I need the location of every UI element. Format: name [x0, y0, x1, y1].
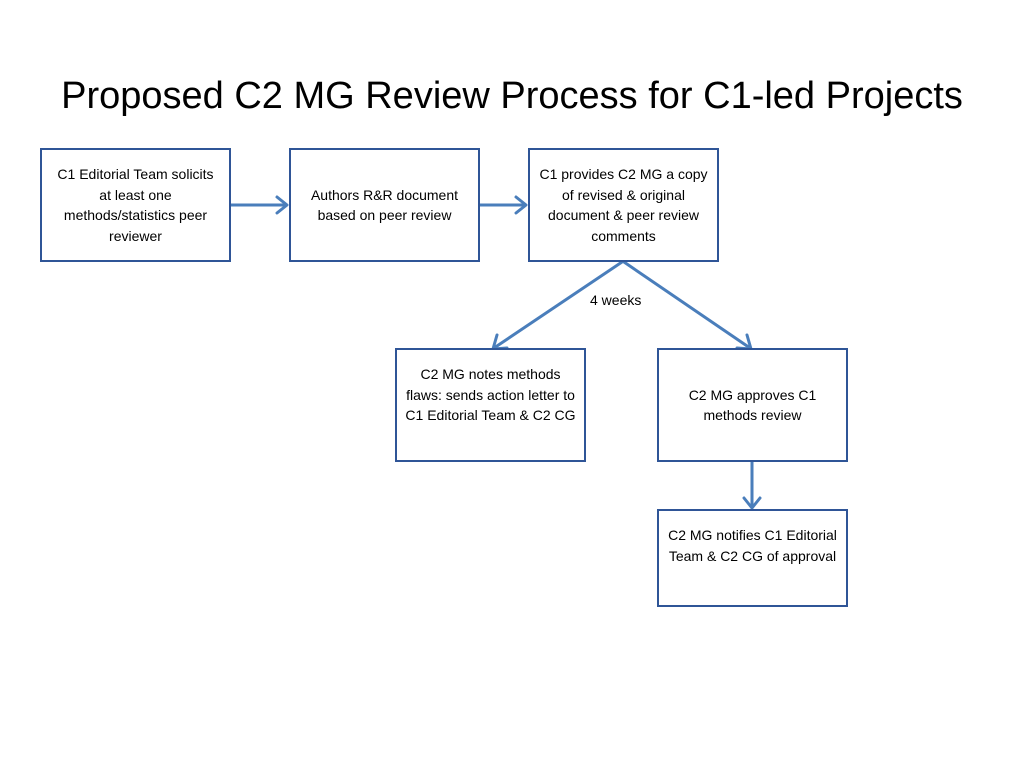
arrowhead-solicit-to-revise — [275, 195, 289, 215]
node-authors-revise-text: Authors R&R document based on peer revie… — [310, 186, 459, 224]
arrow-provide-to-approves — [622, 260, 752, 350]
arrowhead-revise-to-provide — [514, 195, 528, 215]
node-notes-flaws-text: C2 MG notes methods flaws: sends action … — [405, 366, 576, 423]
node-provide-copy-text: C1 provides C2 MG a copy of revised & or… — [539, 166, 708, 244]
node-provide-copy: C1 provides C2 MG a copy of revised & or… — [528, 148, 719, 262]
node-solicit-reviewer-text: C1 Editorial Team solicits at least one … — [57, 166, 214, 244]
review-period-label: 4 weeks — [590, 292, 642, 308]
node-notifies-approval-text: C2 MG notifies C1 Editorial Team & C2 CG… — [668, 527, 837, 564]
arrow-provide-to-flaws — [492, 260, 624, 350]
arrowhead-approves-to-notifies — [742, 496, 762, 510]
slide-title: Proposed C2 MG Review Process for C1-led… — [61, 75, 963, 117]
node-approves-review-text: C2 MG approves C1 methods review — [688, 386, 817, 424]
node-authors-revise: Authors R&R document based on peer revie… — [289, 148, 480, 262]
node-notifies-approval: C2 MG notifies C1 Editorial Team & C2 CG… — [657, 509, 848, 607]
node-approves-review: C2 MG approves C1 methods review — [657, 348, 848, 462]
node-notes-flaws: C2 MG notes methods flaws: sends action … — [395, 348, 586, 462]
node-solicit-reviewer: C1 Editorial Team solicits at least one … — [40, 148, 231, 262]
